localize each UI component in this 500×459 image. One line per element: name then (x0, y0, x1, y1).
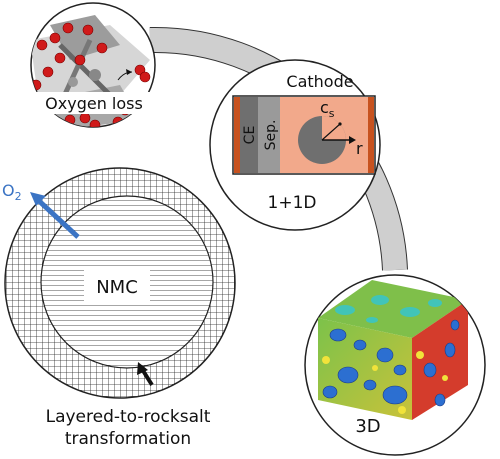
o2-label: O2 (2, 181, 22, 203)
separator (258, 97, 280, 173)
oxygen-loss-panel: Oxygen loss (30, 2, 156, 128)
model-3d-label: 3D (355, 416, 380, 437)
model-3d-panel: 3D (304, 274, 486, 456)
separator-label: Sep. (263, 120, 279, 151)
model-1d-label: 1+1D (268, 193, 317, 213)
ce-label: CE (242, 126, 258, 145)
model-1d-panel: Cathode CE Sep. cs r 1+1D (209, 59, 381, 231)
nmc-label: NMC (96, 277, 138, 298)
current-collector-right (368, 97, 374, 173)
radius-label: r (356, 139, 363, 158)
counter-electrode (240, 97, 258, 173)
current-collector-left (234, 97, 240, 173)
atomic-structure-illustration (31, 15, 151, 127)
cathode-label: Cathode (286, 72, 353, 91)
nmc-particle: NMC O2 Layered-to-rocksalt transformatio… (2, 167, 236, 449)
o2-arrow (36, 198, 80, 239)
microstructure-render (318, 280, 468, 420)
oxygen-loss-label: Oxygen loss (45, 94, 143, 113)
transformation-label-line1: Layered-to-rocksalt (46, 407, 211, 427)
cs-label: cs (320, 98, 335, 120)
transformation-label-line2: transformation (65, 429, 191, 449)
